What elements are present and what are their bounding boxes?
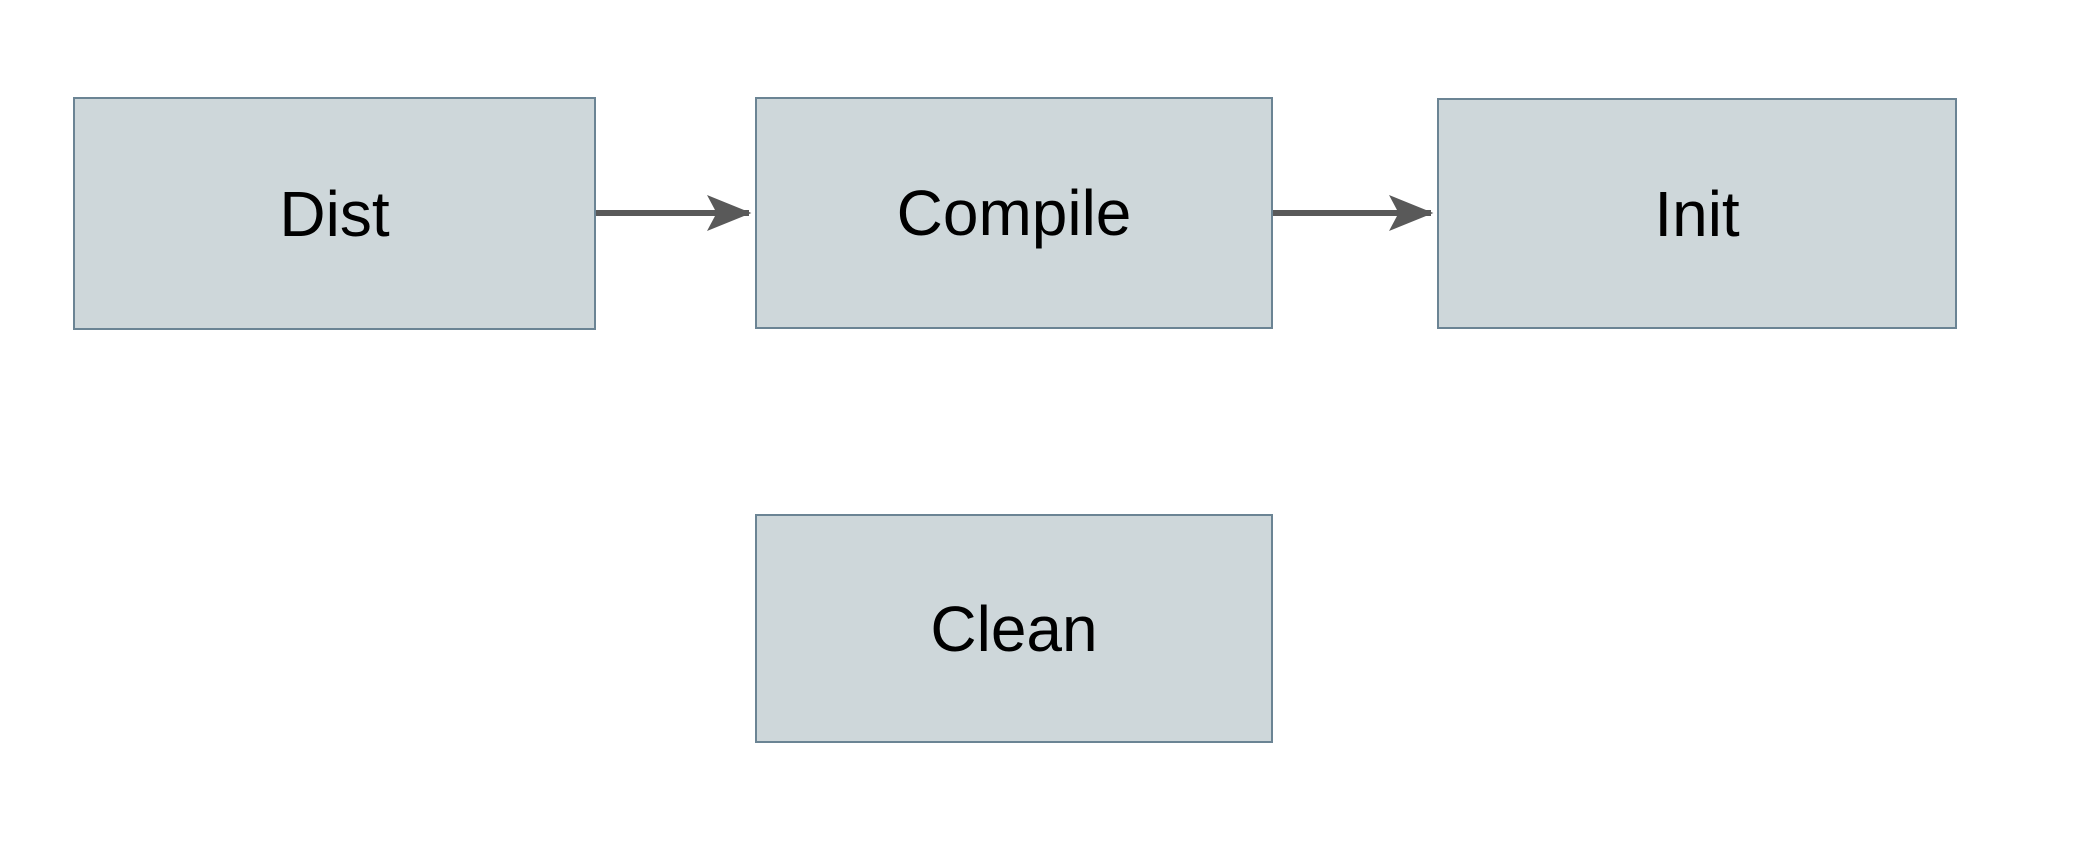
node-dist[interactable]: Dist <box>73 97 596 330</box>
node-init[interactable]: Init <box>1437 98 1957 329</box>
node-clean[interactable]: Clean <box>755 514 1273 743</box>
node-compile[interactable]: Compile <box>755 97 1273 329</box>
node-clean-label: Clean <box>930 592 1098 665</box>
node-compile-label: Compile <box>896 177 1132 249</box>
node-init-label: Init <box>1654 177 1740 250</box>
node-dist-label: Dist <box>279 177 390 250</box>
